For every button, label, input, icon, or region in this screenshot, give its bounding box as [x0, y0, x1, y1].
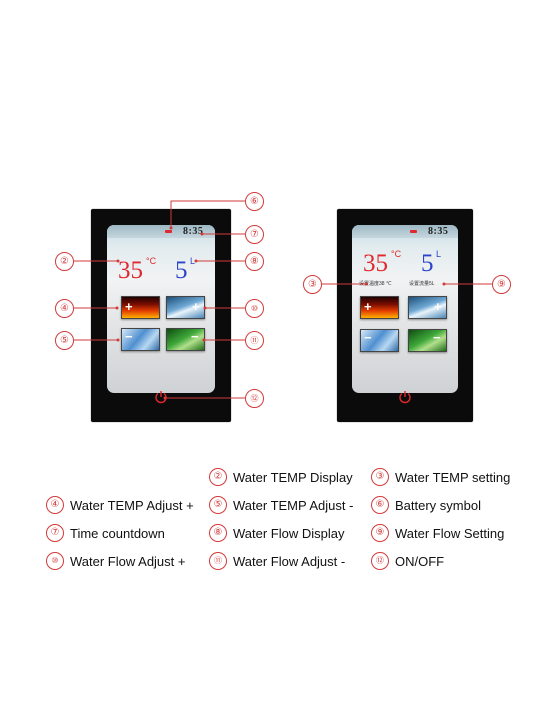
- callout-11: ⑪: [245, 331, 264, 350]
- legend-label: Water TEMP Adjust +: [70, 497, 194, 513]
- plus-icon: +: [125, 299, 133, 314]
- legend-item-water-flow-display: ⑧ Water Flow Display: [209, 523, 344, 543]
- legend-number: ⑧: [209, 524, 227, 542]
- callout-3: ③: [303, 275, 322, 294]
- legend-number: ③: [371, 468, 389, 486]
- left-flow-unit: L: [190, 256, 196, 266]
- callout-4: ④: [55, 299, 74, 318]
- legend-item-water-flow-adjust-minus: ⑪ Water Flow Adjust -: [209, 551, 345, 571]
- right-temp-minus-button[interactable]: −: [360, 329, 399, 352]
- callout-10: ⑩: [245, 299, 264, 318]
- legend-item-time-countdown: ⑦ Time countdown: [46, 523, 165, 543]
- legend-label: Water Flow Adjust +: [70, 553, 186, 569]
- plus-icon: +: [364, 299, 372, 314]
- legend-item-water-flow-setting: ⑨ Water Flow Setting: [371, 523, 504, 543]
- left-temp-display: 35: [118, 257, 143, 284]
- legend-item-water-flow-adjust-plus: ⑩ Water Flow Adjust +: [46, 551, 185, 571]
- right-flow-unit: L: [436, 249, 442, 259]
- right-power-icon[interactable]: [397, 389, 413, 405]
- legend-label: Water TEMP Adjust -: [233, 497, 354, 513]
- plus-icon: +: [434, 299, 442, 314]
- legend-number: ⑤: [209, 496, 227, 514]
- left-flow-display: 5: [175, 257, 188, 284]
- right-status-bar: [352, 225, 458, 238]
- right-flow-setting-text: 设置流量5L: [409, 281, 435, 287]
- legend-item-water-temp-adjust-plus: ④ Water TEMP Adjust +: [46, 495, 194, 515]
- right-touch-screen: 8:35 35 °C 5 L 设置温度38 ℃ 设置流量5L + + − −: [352, 225, 458, 393]
- left-temp-plus-button[interactable]: +: [121, 296, 160, 319]
- minus-icon: −: [191, 329, 199, 344]
- minus-icon: −: [364, 330, 372, 345]
- legend-number: ⑨: [371, 524, 389, 542]
- legend-label: Water TEMP setting: [395, 469, 511, 485]
- left-touch-screen: 8:35 35 °C 5 L + + − −: [107, 225, 215, 393]
- legend-number: ⑩: [46, 552, 64, 570]
- plus-icon: +: [192, 299, 200, 314]
- legend-number: ⑫: [371, 552, 389, 570]
- right-battery-icon: [410, 230, 417, 233]
- left-time-display: 8:35: [183, 226, 204, 237]
- callout-6: ⑥: [245, 192, 264, 211]
- legend-label: Water Flow Display: [233, 525, 345, 541]
- legend-number: ⑥: [371, 496, 389, 514]
- right-temp-display: 35: [363, 250, 388, 277]
- legend-item-water-temp-adjust-minus: ⑤ Water TEMP Adjust -: [209, 495, 353, 515]
- right-flow-minus-button[interactable]: −: [408, 329, 447, 352]
- legend-label: Time countdown: [70, 525, 165, 541]
- left-status-bar: [107, 225, 215, 238]
- legend-item-water-temp-display: ② Water TEMP Display: [209, 467, 353, 487]
- left-temp-unit: °C: [146, 256, 157, 266]
- right-temp-plus-button[interactable]: +: [360, 296, 399, 319]
- legend-number: ②: [209, 468, 227, 486]
- legend-label: Water Flow Adjust -: [233, 553, 346, 569]
- right-temp-setting-text: 设置温度38 ℃: [359, 281, 392, 287]
- right-flow-plus-button[interactable]: +: [408, 296, 447, 319]
- legend-number: ④: [46, 496, 64, 514]
- legend-label: Water TEMP Display: [233, 469, 353, 485]
- callout-7: ⑦: [245, 225, 264, 244]
- right-time-display: 8:35: [428, 226, 449, 237]
- legend-item-battery-symbol: ⑥ Battery symbol: [371, 495, 481, 515]
- left-flow-minus-button[interactable]: −: [166, 328, 205, 351]
- left-power-icon[interactable]: [153, 389, 169, 405]
- minus-icon: −: [125, 329, 133, 344]
- callout-8: ⑧: [245, 252, 264, 271]
- left-battery-icon: [165, 230, 172, 233]
- right-control-panel: 8:35 35 °C 5 L 设置温度38 ℃ 设置流量5L + + − −: [337, 209, 473, 422]
- left-temp-minus-button[interactable]: −: [121, 328, 160, 351]
- right-temp-unit: °C: [391, 249, 402, 259]
- right-flow-display: 5: [421, 250, 434, 277]
- legend-number: ⑪: [209, 552, 227, 570]
- minus-icon: −: [433, 330, 441, 345]
- left-control-panel: 8:35 35 °C 5 L + + − −: [91, 209, 231, 422]
- callout-9: ⑨: [492, 275, 511, 294]
- legend-label: Battery symbol: [395, 497, 481, 513]
- left-flow-plus-button[interactable]: +: [166, 296, 205, 319]
- legend-label: ON/OFF: [395, 553, 445, 569]
- callout-12: ⑫: [245, 389, 264, 408]
- legend-number: ⑦: [46, 524, 64, 542]
- legend-item-on-off: ⑫ ON/OFF: [371, 551, 444, 571]
- callout-5: ⑤: [55, 331, 74, 350]
- legend-label: Water Flow Setting: [395, 525, 505, 541]
- callout-2: ②: [55, 252, 74, 271]
- legend-item-water-temp-setting: ③ Water TEMP setting: [371, 467, 510, 487]
